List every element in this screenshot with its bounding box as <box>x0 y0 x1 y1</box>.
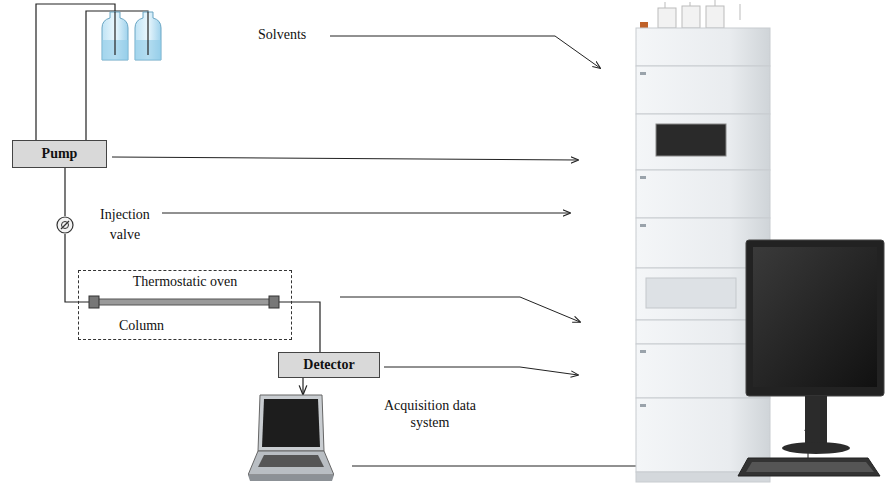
valve-symbol <box>56 216 74 234</box>
node-label: Acquisition data system <box>376 398 484 432</box>
column: Column <box>87 291 281 337</box>
flow-line <box>65 234 89 302</box>
oven-region: Thermostatic ovenColumn <box>78 270 292 340</box>
part-label: Solvents <box>256 27 308 43</box>
node-label: Thermostatic oven <box>79 274 291 291</box>
flow-line <box>279 302 320 352</box>
node-label: Injection valve <box>92 205 158 246</box>
flow-line <box>64 168 65 216</box>
node-label: Column <box>119 318 164 335</box>
process-box: Pump <box>12 140 107 168</box>
flow-line <box>302 378 303 394</box>
computer-monitor <box>738 240 884 476</box>
injection-valve: Injection valve <box>52 203 160 247</box>
acquisition-system: Acquisition data system <box>248 390 488 487</box>
column-tube <box>87 293 281 311</box>
laptop-icon <box>248 393 334 485</box>
node-label: Pump <box>42 146 78 162</box>
node-label: Detector <box>303 357 354 373</box>
process-box: Detector <box>278 352 380 378</box>
solvent-bottles <box>36 4 161 140</box>
